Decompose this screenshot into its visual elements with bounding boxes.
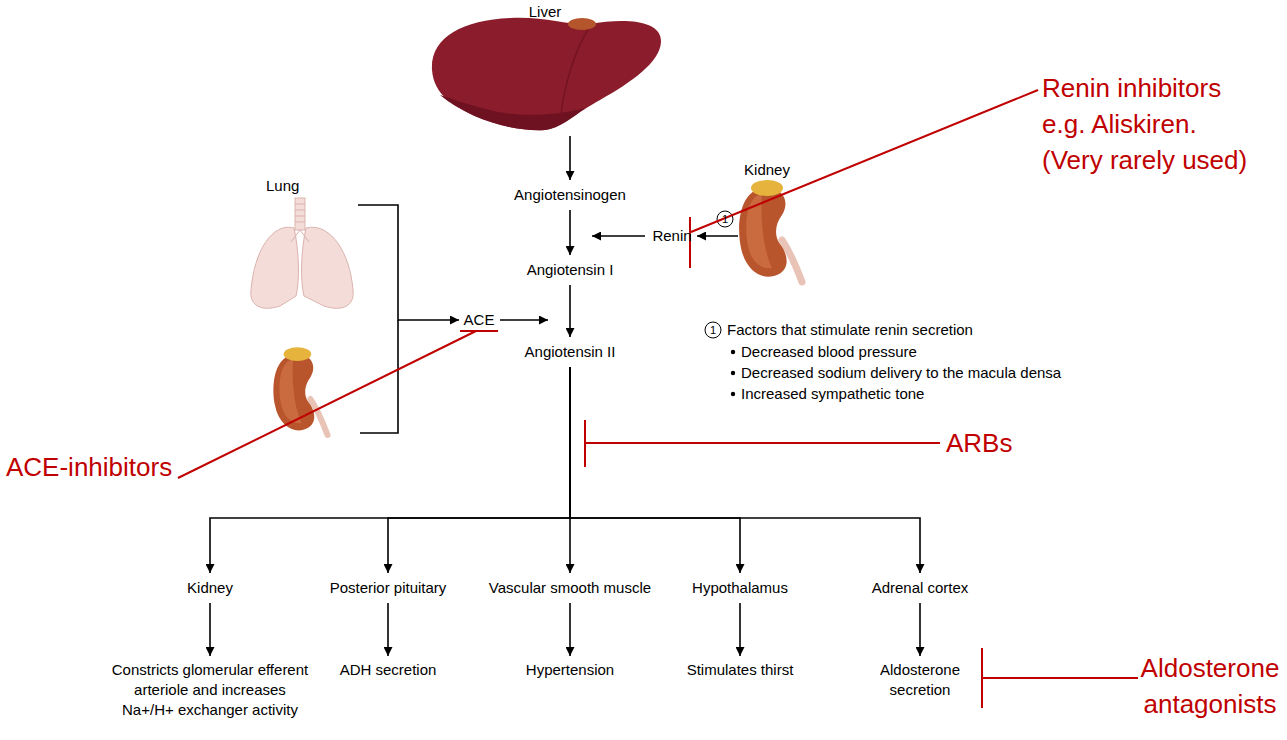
node-text: Kidney [150, 578, 270, 598]
molecule-node: Angiotensinogen [500, 180, 640, 210]
renin-action-arrow [592, 235, 645, 237]
arrow-connector [569, 285, 571, 337]
lung-illustration [302, 227, 354, 308]
effect-node: Aldosterone secretion [870, 656, 970, 704]
callout-number: 1 [705, 322, 721, 338]
node-text: Angiotensinogen [500, 185, 640, 205]
drug-annotation: ACE-inhibitors [6, 450, 226, 484]
molecule-node: Angiotensin I [500, 255, 640, 285]
arrow-connector [210, 367, 570, 573]
effect-node: Constricts glomerular efferent arteriole… [109, 656, 312, 724]
node-text: Vascular smooth muscle [475, 578, 665, 598]
organ-node: Lung [248, 176, 358, 314]
list-heading: Factors that stimulate renin secretion [727, 321, 1067, 339]
lung-illustration [295, 198, 305, 230]
lung-illustration [251, 198, 353, 308]
drug-annotation: Aldosterone antagonists [1135, 650, 1285, 722]
target-organ-node: Vascular smooth muscle [475, 573, 665, 603]
organ-node: Liver [425, 2, 665, 136]
inhibitor-leader-line [585, 442, 940, 444]
molecule-node: Angiotensin II [500, 337, 640, 367]
liver-illustration [432, 18, 661, 130]
target-organ-node: Posterior pituitary [313, 573, 463, 603]
enzyme-node: Renin [647, 221, 697, 251]
callout-circle [705, 322, 721, 338]
kidney-illustration [273, 347, 327, 435]
node-text: Posterior pituitary [313, 578, 463, 598]
node-text: Hypertension [505, 660, 635, 680]
lung-illustration [291, 204, 309, 242]
node-text: Hypothalamus [675, 578, 805, 598]
node-text: Kidney [738, 160, 796, 180]
arrow-connector [388, 367, 570, 573]
inhibitor-leader-line [460, 330, 498, 332]
inhibitor-leader-line [691, 90, 1038, 232]
target-organ-node: Adrenal cortex [855, 573, 985, 603]
ace-action-arrow [500, 319, 548, 321]
effect-node: Hypertension [505, 656, 635, 684]
target-organ-node: Hypothalamus [675, 573, 805, 603]
liver-illustration [560, 26, 590, 120]
arrow-connector [569, 136, 571, 180]
list-bullet [731, 350, 735, 396]
node-text: ADH secretion [323, 660, 453, 680]
drug-annotation: Renin inhibitors e.g. Aliskiren. (Very r… [1042, 70, 1257, 178]
list-bullet [731, 392, 735, 396]
arrow-connector [570, 367, 740, 573]
node-text: Renin [647, 226, 697, 246]
arrow-connector [387, 603, 389, 656]
node-text: Constricts glomerular efferent arteriole… [109, 660, 312, 720]
arrow-connector [697, 235, 738, 237]
node-text: Liver [425, 2, 665, 22]
node-text: ACE [459, 310, 499, 330]
node-text: Adrenal cortex [855, 578, 985, 598]
kidney-illustration [739, 180, 802, 282]
arrow-connector [570, 367, 920, 573]
node-text: Angiotensin I [500, 260, 640, 280]
list-bullet [731, 371, 735, 375]
arrow-connector [358, 205, 459, 320]
callout-number: 1 [717, 211, 733, 227]
list-item: Increased sympathetic tone [741, 385, 1081, 403]
arrow-connector [919, 603, 921, 656]
node-text: Lung [266, 176, 358, 196]
inhibitor-leader-line [178, 90, 1138, 708]
lung-illustration [251, 227, 299, 308]
arrow-connector [569, 603, 571, 656]
organ-node: Kidney [738, 160, 796, 284]
inhibitor-leader-line [982, 677, 1138, 679]
list-item: Decreased blood pressure [741, 343, 1081, 361]
node-text: Angiotensin II [500, 342, 640, 362]
list-item: Decreased sodium delivery to the macula … [741, 364, 1121, 382]
inhibitor-leader-line [178, 331, 476, 478]
list-bullet [731, 350, 735, 354]
node-text: Aldosterone secretion [870, 660, 970, 700]
enzyme-node: ACE [459, 305, 499, 335]
node-text: Stimulates thirst [670, 660, 810, 680]
organ-bracket [360, 320, 398, 433]
drug-annotation: ARBs [946, 426, 1046, 460]
arrow-connector [569, 210, 571, 255]
effect-node: ADH secretion [323, 656, 453, 684]
arrow-connector [209, 603, 211, 656]
arrow-connector [739, 603, 741, 656]
effect-node: Stimulates thirst [670, 656, 810, 684]
target-organ-node: Kidney [150, 573, 270, 603]
liver-illustration [432, 18, 661, 130]
arrow-connector [569, 367, 571, 573]
callout-circle [717, 211, 733, 227]
liver-illustration [568, 18, 596, 30]
